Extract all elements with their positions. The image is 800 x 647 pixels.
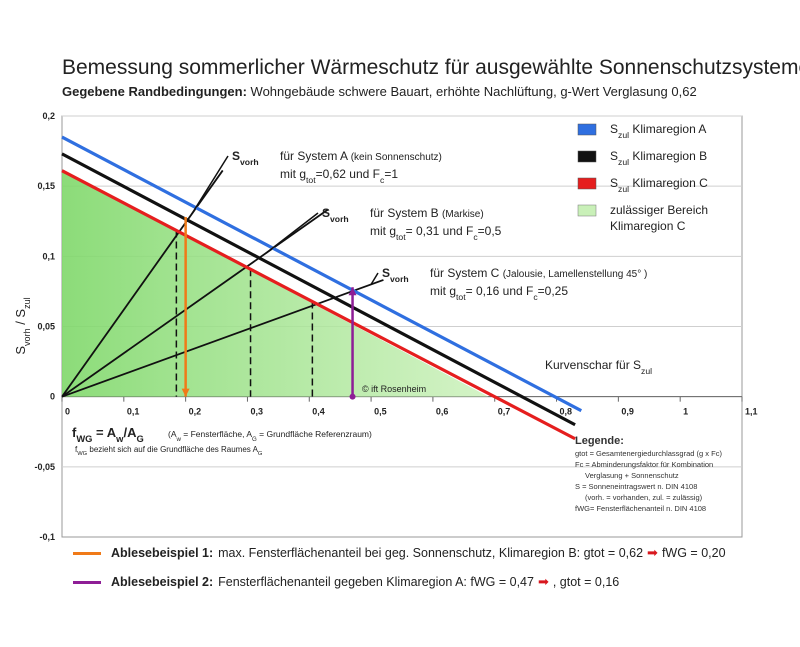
x-tick-label: 0,1 — [127, 407, 140, 417]
example-2-text: Fensterflächenanteil gegeben Klimaregion… — [218, 575, 534, 589]
abbreviation-legend-heading: Legende: — [575, 435, 624, 447]
system-label-line2: mit gtot= 0,16 und Fc=0,25 — [430, 284, 568, 302]
x-tick-label: 0,7 — [498, 407, 511, 417]
y-tick-label: 0,2 — [42, 111, 55, 121]
y-axis-label: Svorh / Szul — [13, 297, 32, 354]
series-line — [61, 169, 576, 441]
example-2: Ablesebeispiel 2: Fensterflächenanteil g… — [73, 574, 619, 590]
x-tick-label: 0,4 — [312, 407, 325, 417]
abbreviation-legend-item: gtot = Gesamtenergiedurchlassgrad (g x F… — [575, 449, 722, 458]
x-tick-label: 1 — [683, 407, 688, 417]
abbreviation-legend-item: (vorh. = vorhanden, zul. = zulässig) — [585, 493, 703, 502]
series-line — [61, 135, 583, 413]
x-axis-formula: fWG = Aw/AG — [72, 425, 144, 444]
example-1: Ablesebeispiel 1: max. Fensterflächenant… — [73, 545, 726, 561]
subtitle-label: Gegebene Randbedingungen: — [62, 84, 247, 99]
example-1-swatch — [73, 551, 101, 555]
example-arrow-head — [181, 388, 190, 397]
abbreviation-legend-item: Verglasung + Sonnenschutz — [585, 471, 679, 480]
system-label-line2: mit gtot=0,62 und Fc=1 — [280, 167, 398, 185]
abbreviation-legend-item: fWG= Fensterflächenanteil n. DIN 4108 — [575, 504, 707, 513]
legend-label: zulässiger Bereich — [610, 203, 708, 217]
abbreviation-legend: Legende: gtot = Gesamtenergiedurchlassgr… — [575, 436, 745, 514]
abbreviation-legend-item: Fc = Abminderungsfaktor für Kombination — [575, 460, 714, 469]
example-2-swatch — [73, 580, 101, 584]
x-tick-label: 0,6 — [436, 407, 449, 417]
y-tick-label: -0,1 — [39, 532, 55, 542]
system-label-text: für System C (Jalousie, Lamellenstellung… — [430, 266, 647, 280]
x-formula-note: (Aw = Fensterfläche, AG = Grundfläche Re… — [168, 429, 372, 443]
legend-swatch — [577, 204, 597, 217]
x-tick-label: 0,5 — [374, 407, 387, 417]
system-line — [61, 208, 329, 398]
legend-swatch — [577, 177, 597, 190]
x-tick-label: 0,8 — [560, 407, 573, 417]
label-pointer-line — [265, 212, 319, 254]
system-label-line2: mit gtot= 0,31 und Fc=0,5 — [370, 224, 502, 242]
arrow-right-icon: ➡ — [537, 574, 549, 589]
example-1-text: max. Fensterflächenanteil bei geg. Sonne… — [218, 546, 644, 560]
example-2-result: , gtot = 0,16 — [552, 575, 620, 589]
example-arrow-head — [348, 287, 357, 296]
system-line — [61, 279, 384, 398]
y-tick-label: 0,15 — [37, 181, 55, 191]
y-tick-label: -0,05 — [34, 462, 55, 472]
system-label-symbol: Svorh — [232, 149, 259, 167]
system-label-symbol: Svorh — [322, 206, 349, 224]
x-tick-label: 0,3 — [250, 407, 263, 417]
example-1-result: fWG = 0,20 — [661, 546, 726, 560]
x-tick-label: 0 — [65, 407, 70, 417]
label-pointer-line — [191, 155, 229, 215]
legend-label: Szul Klimaregion A — [610, 122, 706, 140]
arrow-right-icon: ➡ — [647, 545, 658, 560]
x-formula-note2: fWG bezieht sich auf die Grundfläche des… — [75, 445, 263, 457]
y-tick-label: 0,1 — [42, 251, 55, 261]
legend-label: Szul Klimaregion C — [610, 176, 708, 194]
page-title: Bemessung sommerlicher Wärmeschutz für a… — [62, 56, 800, 79]
label-pointer-line — [370, 272, 379, 285]
y-tick-label: 0 — [50, 392, 55, 402]
y-tick-label: 0,05 — [37, 322, 55, 332]
copyright-annotation: © ift Rosenheim — [362, 384, 426, 394]
series-line — [61, 152, 576, 427]
system-label-symbol: Svorh — [382, 266, 409, 284]
x-tick-label: 0,2 — [189, 407, 202, 417]
legend-swatch — [577, 150, 597, 163]
legend-swatch — [577, 123, 597, 136]
x-tick-label: 1,1 — [745, 407, 758, 417]
example-arrow-dot — [349, 393, 356, 400]
system-label-text: für System A (kein Sonnenschutz) — [280, 149, 442, 163]
abbreviation-legend-item: S = Sonneneintragswert n. DIN 4108 — [575, 482, 698, 491]
legend-label: Klimaregion C — [610, 219, 686, 233]
legend-label: Szul Klimaregion B — [610, 149, 707, 167]
x-tick-label: 0,9 — [621, 407, 634, 417]
curves-annotation: Kurvenschar für Szul — [545, 358, 652, 376]
example-1-title: Ablesebeispiel 1: — [111, 546, 214, 560]
subtitle-text: Wohngebäude schwere Bauart, erhöhte Nach… — [250, 84, 697, 99]
system-label-text: für System B (Markise) — [370, 206, 484, 220]
page-subtitle: Gegebene Randbedingungen: Wohngebäude sc… — [62, 84, 697, 99]
example-2-title: Ablesebeispiel 2: — [111, 575, 214, 589]
